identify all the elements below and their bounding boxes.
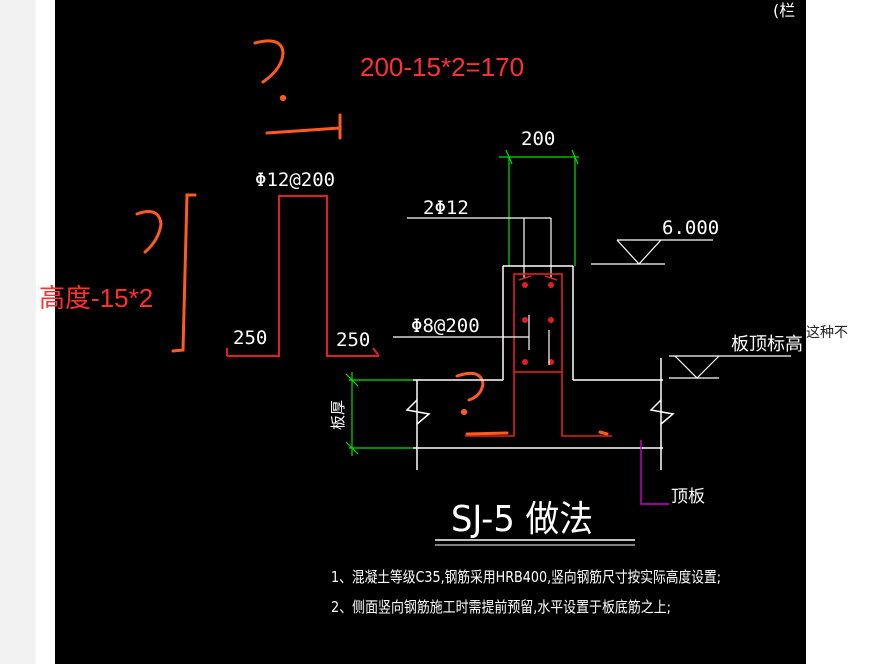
left-leg-label: 250 — [233, 327, 267, 349]
top-slab-leader — [640, 440, 669, 505]
note-2: 2、侧面竖向钢筋施工时需提前预留,水平设置于板底筋之上; — [331, 598, 671, 616]
tie-bars — [528, 315, 550, 365]
stirrup-detail — [226, 195, 380, 357]
height-annotation: 高度-15*2 — [39, 283, 153, 313]
top-slab-label: 顶板 — [671, 487, 705, 507]
elevation-value: 6.000 — [662, 217, 719, 239]
stirrup-top-label: Φ12@200 — [255, 169, 335, 191]
top-bar-label: 2Φ12 — [423, 197, 469, 219]
dimension-200-label: 200 — [521, 128, 555, 150]
cad-drawing-panel: (栏 200-15*2=170 高度-15*2 Φ12@200 250 250 … — [39, 0, 806, 664]
note-1: 1、混凝土等级C35,钢筋采用HRB400,竖向钢筋尺寸按实际高度设置; — [331, 568, 721, 586]
top-corner-text: (栏 — [773, 1, 795, 20]
stirrup-label: Φ8@200 — [411, 315, 480, 337]
beam-reinforcement — [465, 273, 612, 437]
right-leg-label: 250 — [336, 329, 370, 351]
cad-canvas: (栏 200-15*2=170 高度-15*2 Φ12@200 250 250 … — [39, 1, 803, 616]
slab-top-elevation-symbol — [669, 355, 791, 379]
slab-thickness-label: 板厚 — [329, 400, 347, 430]
beam-outline — [405, 265, 675, 470]
handwritten-markup-lines — [171, 113, 609, 436]
elevation-symbol — [591, 239, 713, 265]
drawing-title: SJ-5 做法 — [451, 499, 593, 540]
top-bar-leader — [407, 217, 552, 278]
formula-annotation: 200-15*2=170 — [360, 52, 524, 82]
handwritten-question-marks — [135, 39, 485, 416]
width-dimension — [499, 149, 579, 266]
slab-thickness-dimension — [345, 372, 413, 456]
side-note-text: 这种不 — [806, 325, 848, 341]
slab-top-label: 板顶标高 — [731, 334, 803, 355]
viewer-left-margin — [0, 0, 36, 664]
